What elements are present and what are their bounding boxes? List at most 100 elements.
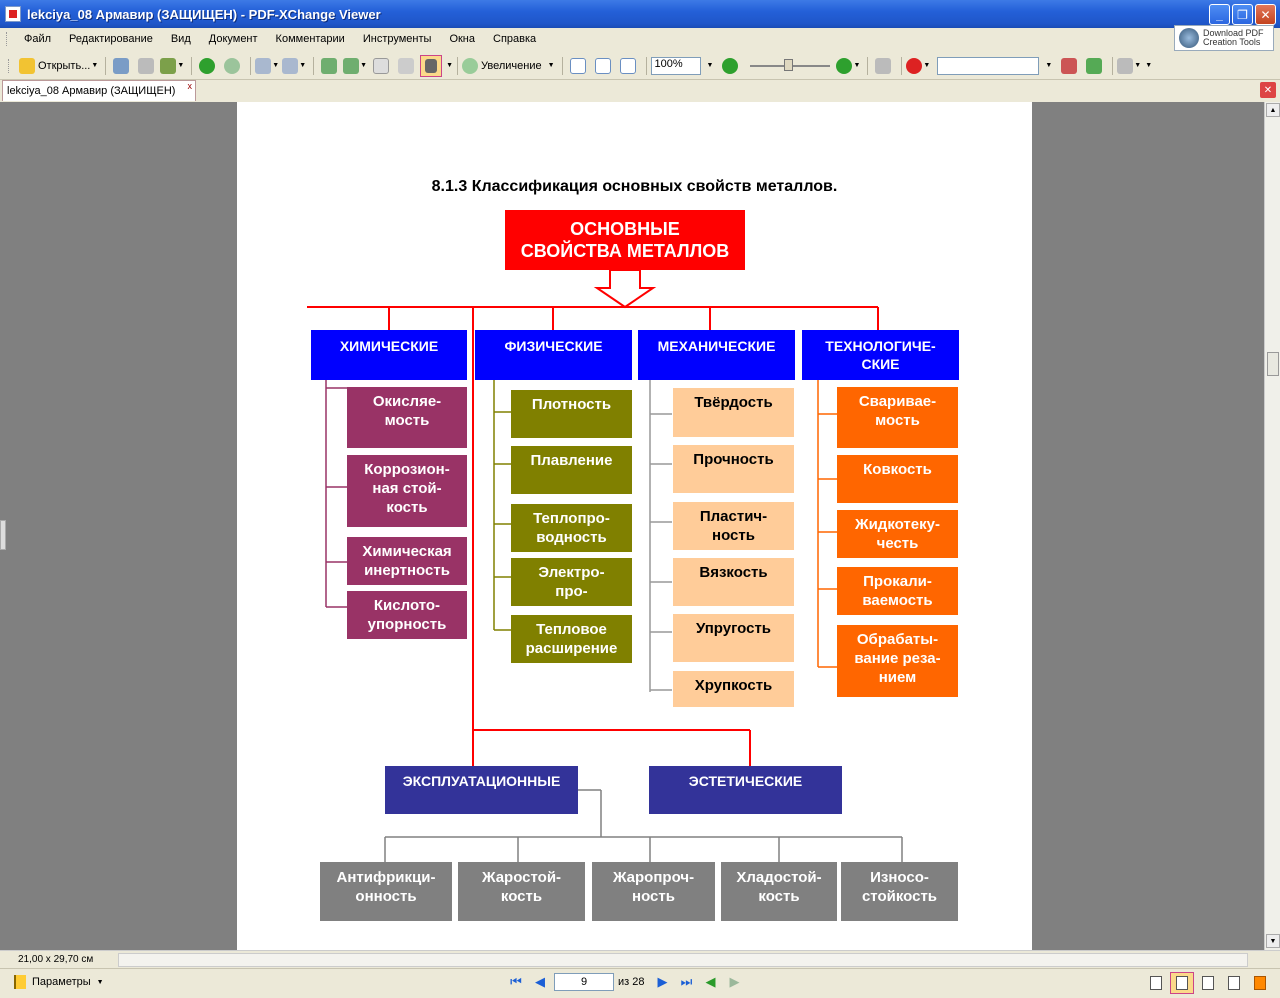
previous-page-icon[interactable]: ◀ — [535, 974, 545, 989]
scroll-up-icon[interactable]: ▲ — [1266, 103, 1280, 117]
find-button[interactable] — [872, 55, 894, 77]
export-button[interactable]: ▼ — [160, 55, 184, 77]
phys-item: Теплопро- водность — [511, 504, 632, 552]
export-icon — [160, 57, 177, 74]
promo-line1: Download PDF — [1203, 28, 1264, 38]
toolbar-overflow-icon[interactable]: ▼ — [1145, 62, 1153, 69]
last-page-icon[interactable]: ⏭ — [680, 974, 693, 989]
document-tab[interactable]: lekciya_08 Армавир (ЗАЩИЩЕН) x — [2, 80, 196, 101]
menu-document[interactable]: Документ — [208, 33, 258, 45]
document-tab-bar: lekciya_08 Армавир (ЗАЩИЩЕН) x ✕ — [0, 80, 1280, 102]
zoom-out-button[interactable] — [719, 55, 741, 77]
toolbar-grip[interactable] — [8, 58, 11, 73]
window-title: lekciya_08 Армавир (ЗАЩИЩЕН) - PDF-XChan… — [27, 6, 381, 22]
scroll-down-icon[interactable]: ▼ — [1266, 934, 1280, 948]
single-page-view-button[interactable] — [1144, 972, 1168, 994]
parameters-label: Параметры — [32, 976, 91, 988]
current-page-input[interactable]: 9 — [554, 973, 614, 991]
menu-help[interactable]: Справка — [493, 33, 537, 45]
hand-tool-button[interactable] — [370, 55, 392, 77]
find-next-button[interactable] — [1083, 55, 1105, 77]
menu-view[interactable]: Вид — [170, 33, 191, 45]
find-next-icon — [1086, 57, 1103, 74]
search-dropdown-icon[interactable]: ▼ — [1045, 62, 1053, 69]
back-view-icon[interactable]: ◀ — [705, 974, 716, 989]
chevron-down-icon: ▼ — [177, 62, 185, 69]
print-button[interactable] — [135, 55, 157, 77]
chevron-down-icon: ▼ — [547, 62, 555, 69]
menu-tools[interactable]: Инструменты — [362, 33, 432, 45]
window-titlebar[interactable]: lekciya_08 Армавир (ЗАЩИЩЕН) - PDF-XChan… — [0, 0, 1280, 28]
minimize-button[interactable]: _ — [1209, 4, 1230, 25]
chevron-down-icon: ▼ — [1134, 62, 1142, 69]
zoom-slider[interactable] — [750, 58, 831, 71]
next-page-icon[interactable]: ▶ — [657, 974, 668, 989]
document-tab-label: lekciya_08 Армавир (ЗАЩИЩЕН) — [7, 85, 176, 97]
pages-icon — [343, 57, 360, 74]
continuous-facing-view-button[interactable] — [1222, 972, 1246, 994]
view-mode-buttons — [1142, 972, 1272, 994]
zoom-in-button[interactable]: ▼ — [836, 55, 860, 77]
tab-close-icon[interactable]: x — [187, 81, 193, 91]
vertical-scrollbar[interactable]: ▲ ▼ — [1264, 102, 1280, 950]
chevron-down-icon: ▼ — [96, 978, 104, 986]
forward-view-icon[interactable]: ▶ — [729, 974, 740, 989]
rotate-button[interactable] — [318, 55, 340, 77]
scroll-thumb[interactable] — [1267, 352, 1279, 376]
menu-windows[interactable]: Окна — [449, 33, 475, 45]
side-panel-handle[interactable] — [0, 520, 6, 550]
phys-item: Тепловое расширение — [511, 615, 632, 663]
hand-icon — [373, 57, 390, 74]
chem-item: Коррозион- ная стой- кость — [347, 455, 467, 527]
facing-view-button[interactable] — [1196, 972, 1220, 994]
pencil-icon — [1254, 976, 1266, 990]
close-document-icon[interactable]: ✕ — [1260, 82, 1276, 98]
settings-button[interactable]: ▼ — [1117, 55, 1141, 77]
undo-button[interactable]: ▼ — [255, 55, 279, 77]
zoom-slider-knob[interactable] — [784, 58, 794, 71]
actual-size-button[interactable] — [567, 55, 589, 77]
document-viewport[interactable]: 8.1.3 Классификация основных свойств мет… — [0, 102, 1264, 950]
chevron-down-icon: ▼ — [91, 62, 99, 69]
continuous-view-button[interactable] — [1170, 972, 1194, 994]
pdf-page: 8.1.3 Классификация основных свойств мет… — [237, 102, 1032, 950]
ask-icon — [906, 57, 923, 74]
back-button[interactable] — [196, 55, 218, 77]
close-button[interactable]: ✕ — [1255, 4, 1276, 25]
snapshot-button[interactable] — [395, 55, 417, 77]
restore-button[interactable]: ❐ — [1232, 4, 1253, 25]
mech-item: Пластич- ность — [673, 502, 794, 550]
parameters-button[interactable]: Параметры ▼ — [14, 975, 104, 989]
undo-icon — [255, 57, 272, 74]
menu-file[interactable]: Файл — [24, 33, 52, 45]
horizontal-scrollbar[interactable] — [118, 953, 1248, 967]
redo-button[interactable]: ▼ — [282, 55, 306, 77]
open-button[interactable]: Открыть... ▼ — [19, 55, 98, 77]
search-input[interactable] — [937, 56, 1040, 75]
category-physical: ФИЗИЧЕСКИЕ — [475, 330, 632, 380]
phys-item: Плотность — [511, 390, 632, 438]
fit-page-button[interactable] — [592, 55, 614, 77]
mech-item: Хрупкость — [673, 671, 794, 707]
first-page-icon[interactable]: ⏮ — [510, 974, 522, 989]
menu-grip[interactable] — [6, 32, 9, 46]
fit-width-button[interactable] — [617, 55, 639, 77]
zoom-level-input[interactable]: 100% — [650, 56, 701, 75]
ask-button[interactable]: ▼ — [906, 55, 930, 77]
continuous-facing-icon — [1228, 976, 1240, 990]
tech-item: Сваривае- мость — [837, 387, 958, 448]
forward-button[interactable] — [221, 55, 243, 77]
select-text-button[interactable] — [420, 54, 443, 77]
operational-item: Хладостой- кость — [721, 862, 837, 921]
find-prev-button[interactable] — [1058, 55, 1080, 77]
zoom-dropdown-icon[interactable]: ▼ — [706, 62, 714, 69]
save-button[interactable] — [110, 55, 132, 77]
menu-comments[interactable]: Комментарии — [275, 33, 345, 45]
diagram-title: 8.1.3 Классификация основных свойств мет… — [431, 178, 838, 195]
edit-tools-button[interactable] — [1248, 972, 1272, 994]
app-icon — [5, 6, 21, 22]
pages-button[interactable]: ▼ — [343, 55, 367, 77]
menu-edit[interactable]: Редактирование — [69, 33, 153, 45]
zoom-tool-button[interactable]: Увеличение ▼ — [462, 55, 555, 77]
download-promo-button[interactable]: Download PDF Creation Tools — [1174, 25, 1274, 51]
